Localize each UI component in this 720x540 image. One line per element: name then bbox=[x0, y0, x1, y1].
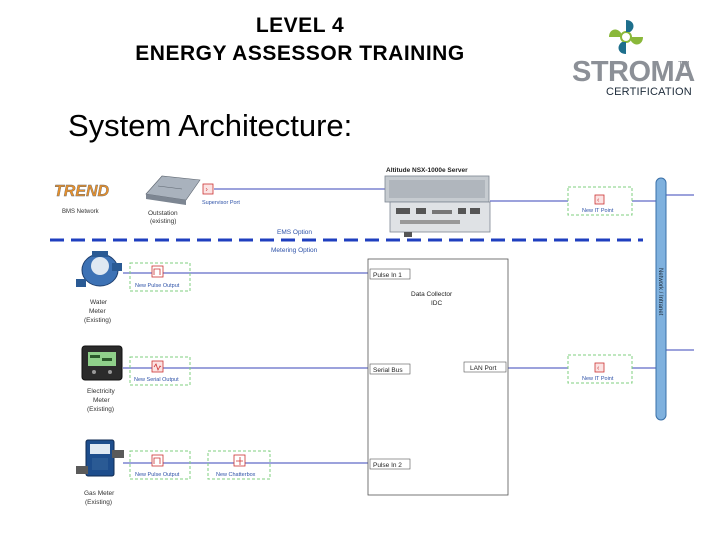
serial-output-box bbox=[129, 356, 191, 386]
header-level: LEVEL 4 bbox=[255, 14, 345, 37]
pulse-output-2-label: New Pulse Output bbox=[135, 472, 180, 478]
supervisor-port-label: Supervisor Port bbox=[202, 200, 240, 206]
outstation-label-1: Outstation bbox=[148, 210, 178, 217]
chatterbox-box bbox=[207, 450, 271, 480]
pulse-in-2-port bbox=[369, 458, 411, 470]
chatterbox-label: New Chatterbox bbox=[216, 472, 256, 478]
pulse-output-1-box bbox=[129, 262, 191, 292]
serial-output-icon bbox=[151, 360, 164, 373]
logo-word: STROMA bbox=[572, 56, 695, 88]
slide-title: System Architecture: bbox=[68, 108, 353, 143]
electricity-meter-label-1: Electricity bbox=[87, 388, 116, 395]
data-collector-box bbox=[367, 258, 509, 496]
chatterbox-icon bbox=[233, 454, 246, 467]
it-point-mid-label: New IT Point bbox=[582, 376, 614, 382]
header-course: ENERGY ASSESSOR TRAINING bbox=[135, 42, 465, 65]
data-collector-label-2: IDC bbox=[431, 300, 443, 307]
electricity-meter-label-2: Meter bbox=[93, 397, 110, 404]
serial-bus-label: Serial Bus bbox=[373, 367, 403, 374]
lan-port-label: LAN Port bbox=[470, 365, 497, 372]
supervisor-port-icon bbox=[202, 183, 214, 195]
pulse-output-2-icon bbox=[151, 454, 164, 467]
it-point-mid-icon bbox=[594, 362, 605, 373]
logo-subtitle: CERTIFICATION bbox=[606, 86, 692, 98]
network-bar bbox=[655, 177, 667, 421]
ems-option-label: EMS Option bbox=[277, 229, 312, 236]
it-point-top-box bbox=[567, 186, 633, 216]
data-collector-label-1: Data Collector bbox=[411, 291, 453, 298]
pulse-in-1-label: Pulse In 1 bbox=[373, 272, 402, 279]
pulse-in-1-port bbox=[369, 268, 411, 280]
svg-text:‹: ‹ bbox=[597, 197, 600, 204]
pulse-output-1-label: New Pulse Output bbox=[135, 283, 180, 289]
metering-option-label: Metering Option bbox=[271, 247, 318, 254]
electricity-meter-label-3: (Existing) bbox=[87, 406, 114, 413]
it-point-top-label: New IT Point bbox=[582, 208, 614, 214]
gas-meter-label-2: (Existing) bbox=[85, 499, 112, 506]
pulse-in-2-label: Pulse In 2 bbox=[373, 462, 402, 469]
server-label: Altitude NSX-1000e Server bbox=[386, 167, 468, 174]
outstation-label-2: (existing) bbox=[150, 218, 176, 225]
water-meter-label-1: Water bbox=[90, 299, 108, 306]
gas-meter-label-1: Gas Meter bbox=[84, 490, 115, 497]
water-meter-icon bbox=[76, 251, 122, 287]
lan-port bbox=[463, 361, 507, 373]
outstation-device-icon bbox=[145, 175, 201, 205]
gas-meter-icon bbox=[76, 439, 124, 477]
it-point-mid-box bbox=[567, 354, 633, 384]
svg-text:‹: ‹ bbox=[597, 365, 600, 372]
stroma-emblem-icon bbox=[609, 20, 643, 54]
server-device-icon bbox=[384, 175, 491, 237]
pulse-output-1-icon bbox=[151, 265, 164, 278]
serial-output-label: New Serial Output bbox=[134, 377, 179, 383]
water-meter-label-2: Meter bbox=[89, 308, 106, 315]
trend-logo: TREND bbox=[54, 183, 110, 200]
slide-header: LEVEL 4 ENERGY ASSESSOR TRAINING bbox=[0, 12, 600, 68]
svg-text:›: › bbox=[206, 187, 209, 194]
pulse-output-2-box bbox=[129, 450, 191, 480]
water-meter-label-3: (Existing) bbox=[84, 317, 111, 324]
serial-bus-port bbox=[369, 363, 411, 375]
bms-network-label: BMS Network bbox=[62, 209, 100, 215]
logo-tm: TM bbox=[678, 60, 690, 69]
network-bar-label: Network / Intranet bbox=[657, 268, 663, 316]
stroma-logo: STROMA TM CERTIFICATION bbox=[566, 18, 696, 100]
electricity-meter-icon bbox=[81, 345, 123, 381]
it-point-top-icon bbox=[594, 194, 605, 205]
